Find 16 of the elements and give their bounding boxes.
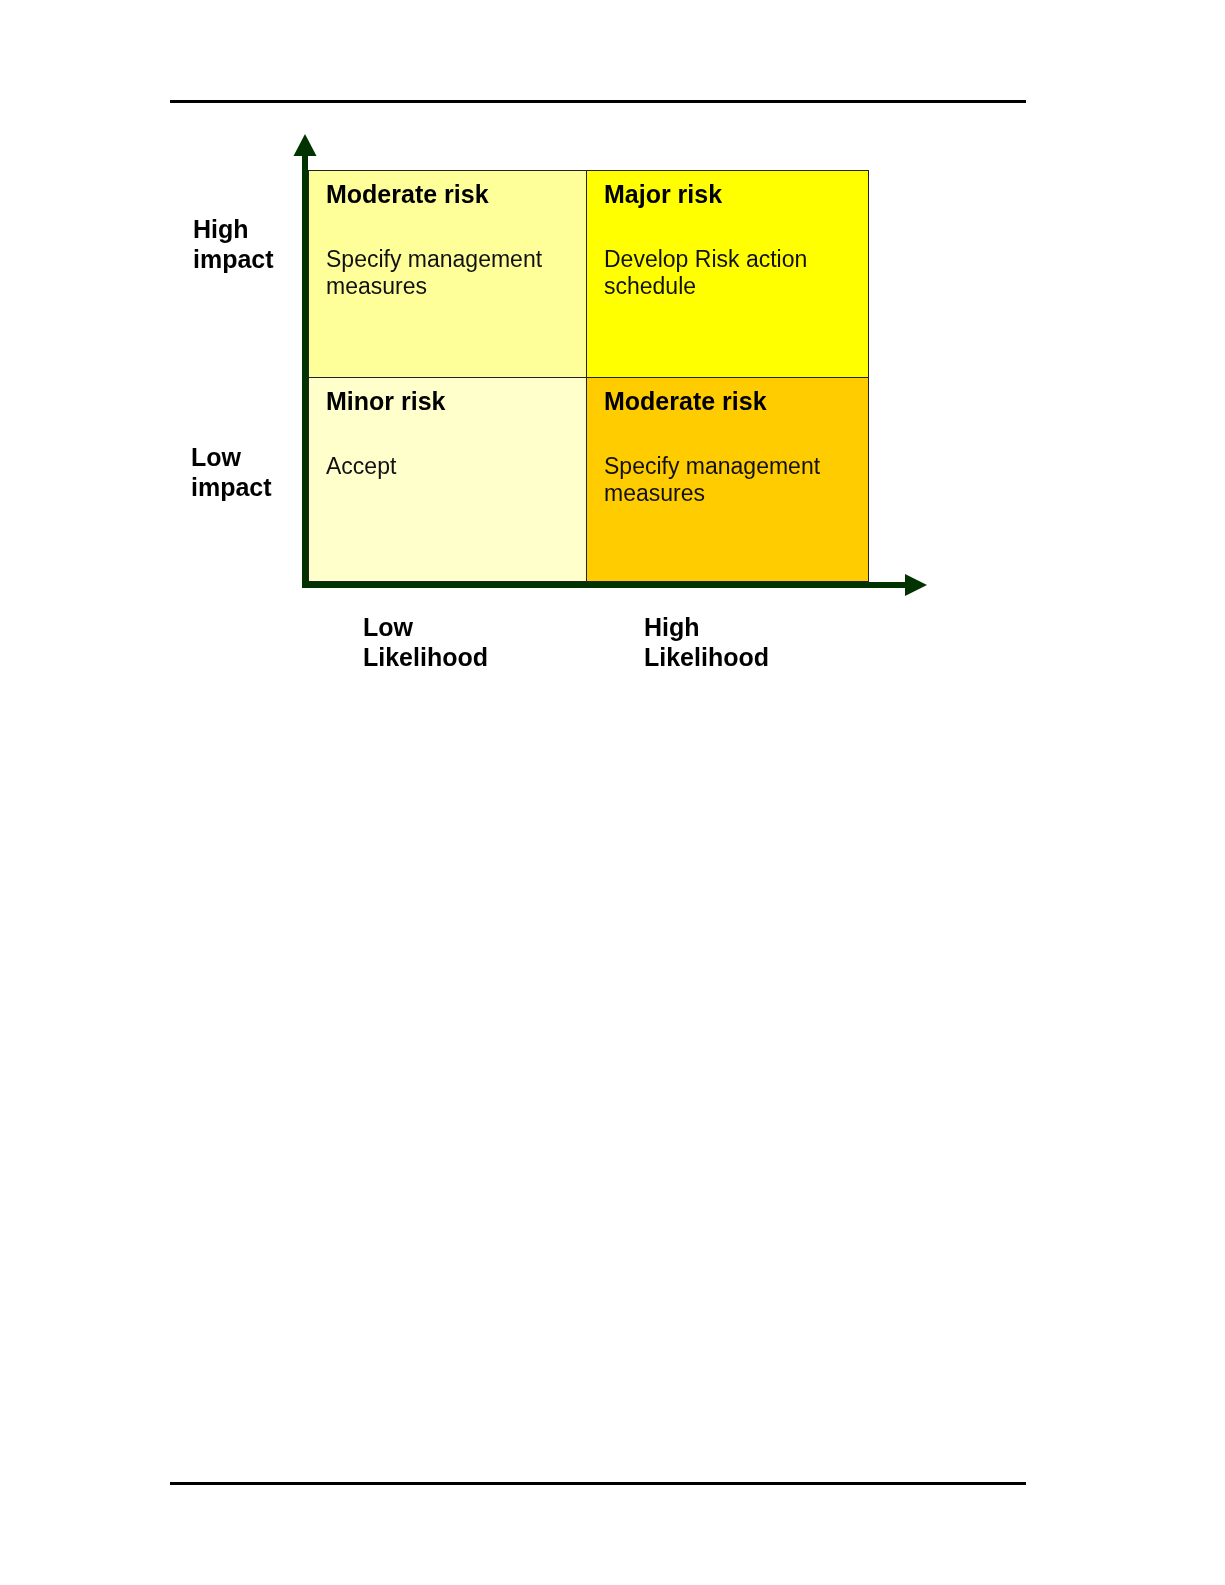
action-text: Accept bbox=[326, 453, 398, 480]
risk-quadrant bbox=[586, 170, 869, 378]
risk-level-heading: Minor risk bbox=[326, 386, 447, 416]
risk-level-heading: Moderate risk bbox=[326, 179, 490, 209]
action-text: Specify management measures bbox=[326, 246, 544, 300]
risk-quadrant bbox=[308, 377, 587, 582]
action-text: Develop Risk action schedule bbox=[604, 246, 809, 300]
axis-label: Low impact bbox=[191, 442, 273, 502]
risk-level-heading: Major risk bbox=[604, 179, 724, 209]
risk-quadrant bbox=[586, 377, 869, 582]
risk-level-heading: Moderate risk bbox=[604, 386, 768, 416]
action-text: Specify management measures bbox=[604, 453, 822, 507]
axis-label: Low Likelihood bbox=[363, 612, 489, 672]
risk-quadrant bbox=[308, 170, 587, 378]
axis-label: High Likelihood bbox=[644, 612, 770, 672]
axis-label: High impact bbox=[193, 214, 275, 274]
